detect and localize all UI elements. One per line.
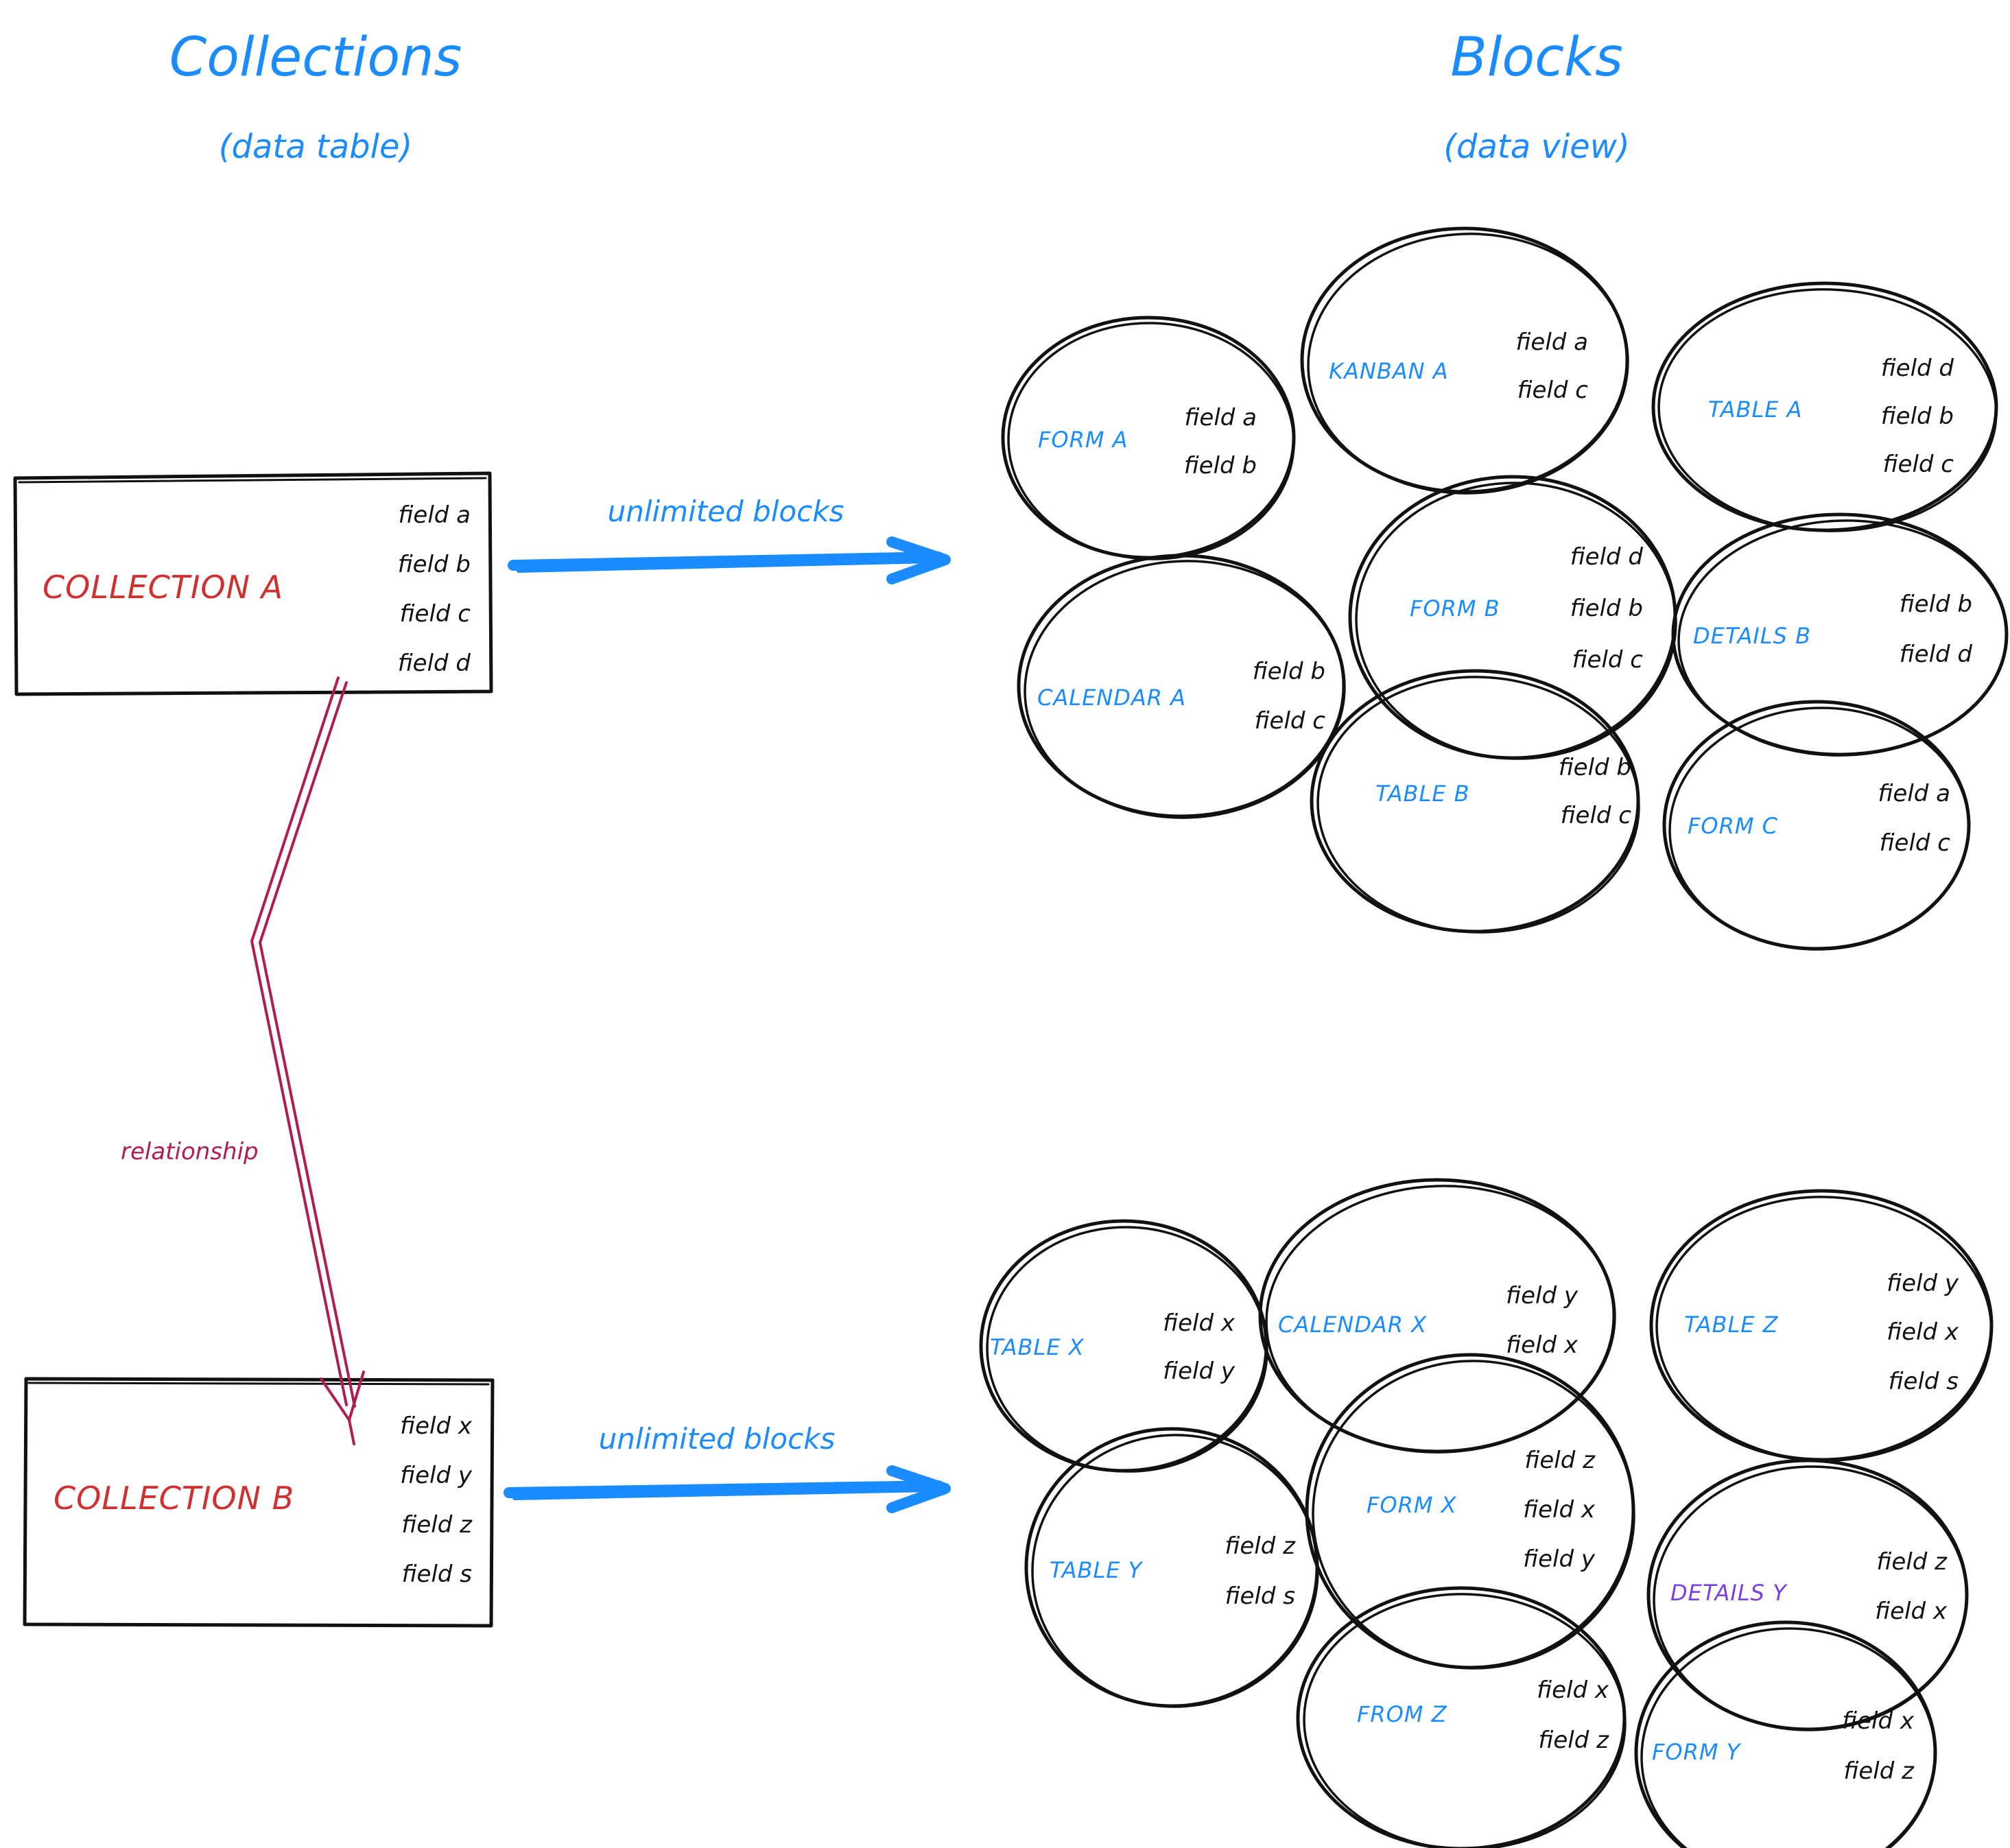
block-ellipse-form-y[interactable]: FORM Y field x field z (1634, 1620, 1939, 1848)
block-field-table-x-1: field y (1163, 1358, 1235, 1385)
block-field-table-z-2: field s (1889, 1368, 1959, 1395)
block-label-from-z: FROM Z (1357, 1701, 1447, 1727)
block-field-form-b-0: field d (1570, 543, 1644, 571)
page-title-blocks: Blocks (1450, 27, 1623, 88)
collection-a-field-1: field b (398, 551, 471, 578)
block-ellipse-form-x[interactable]: FORM X field z field x field y (1305, 1353, 1640, 1674)
block-ellipse-form-c[interactable]: FORM C field a field c (1662, 700, 1973, 955)
block-label-calendar-x: CALENDAR X (1278, 1312, 1427, 1338)
block-label-table-x: TABLE X (990, 1334, 1085, 1360)
block-field-form-y-1: field z (1843, 1757, 1915, 1785)
block-label-calendar-a: CALENDAR A (1037, 685, 1186, 711)
page-title-collections: Collections (169, 27, 462, 88)
block-field-details-y-1: field x (1875, 1598, 1948, 1625)
block-ellipse-calendar-x[interactable]: CALENDAR X field y field x (1258, 1178, 1620, 1458)
block-field-kanban-a-0: field a (1515, 329, 1588, 356)
block-field-calendar-a-0: field b (1253, 658, 1325, 685)
block-field-details-y-0: field z (1876, 1548, 1948, 1576)
collection-b-field-1: field y (400, 1462, 473, 1489)
block-ellipse-details-y[interactable]: DETAILS Y field z field x (1646, 1458, 1972, 1736)
block-ellipse-table-z[interactable]: TABLE Z field y field x field s (1649, 1189, 1996, 1466)
block-label-form-b: FORM B (1410, 595, 1500, 621)
collection-a-border-sketch (18, 477, 487, 484)
block-field-form-y-0: field x (1842, 1707, 1915, 1735)
block-field-table-a-0: field d (1881, 355, 1954, 382)
collection-a-name: COLLECTION A (43, 569, 283, 606)
block-label-table-y: TABLE Y (1050, 1557, 1144, 1583)
block-label-kanban-a: KANBAN A (1329, 358, 1449, 384)
block-field-table-x-0: field x (1163, 1310, 1235, 1337)
block-ellipse-form-b[interactable]: FORM B field d field b field c (1348, 475, 1681, 764)
block-label-table-z: TABLE Z (1684, 1312, 1779, 1338)
block-field-kanban-a-1: field c (1517, 377, 1589, 404)
block-field-form-b-1: field b (1570, 595, 1643, 622)
block-label-details-b: DETAILS B (1693, 623, 1811, 649)
block-ellipse-from-z[interactable]: FROM Z field x field z (1296, 1586, 1629, 1848)
page-subtitle-collections: (data table) (219, 128, 412, 166)
block-field-from-z-0: field x (1537, 1677, 1609, 1704)
block-ellipse-table-y[interactable]: TABLE Y field z field s (1024, 1427, 1323, 1711)
block-field-form-x-2: field y (1523, 1545, 1596, 1573)
block-ellipse-table-b[interactable]: TABLE B field b field c (1310, 669, 1643, 938)
block-ellipse-table-a[interactable]: TABLE A field d field b field c (1651, 281, 2000, 536)
block-field-form-c-1: field c (1880, 829, 1951, 857)
block-field-from-z-1: field z (1538, 1727, 1609, 1754)
block-ellipse-form-a[interactable]: FORM A field a field b (1001, 316, 1298, 564)
collection-a-field-0: field a (398, 501, 471, 529)
unlimited-blocks-label-a: unlimited blocks (608, 495, 844, 528)
block-field-form-x-0: field z (1524, 1447, 1596, 1474)
block-field-table-a-2: field c (1883, 451, 1954, 478)
collection-b-field-0: field x (400, 1412, 473, 1440)
block-field-table-y-0: field z (1225, 1532, 1296, 1560)
block-field-form-a-1: field b (1184, 452, 1257, 479)
collection-b-field-3: field s (402, 1561, 472, 1588)
block-field-table-y-1: field s (1225, 1583, 1295, 1610)
collection-b-card[interactable]: COLLECTION B field x field y field z fie… (23, 1377, 495, 1628)
unlimited-blocks-label-b: unlimited blocks (599, 1422, 836, 1456)
block-field-table-z-0: field y (1887, 1270, 1959, 1297)
block-field-table-b-0: field b (1559, 754, 1631, 781)
block-field-form-b-2: field c (1572, 646, 1644, 674)
block-field-form-a-0: field a (1184, 404, 1257, 431)
collection-a-field-2: field c (400, 600, 471, 628)
block-label-form-a: FORM A (1038, 427, 1128, 453)
collection-a-border (13, 471, 493, 696)
block-field-table-b-1: field c (1561, 802, 1632, 829)
collection-a-card[interactable]: COLLECTION A field a field b field c fie… (13, 471, 493, 696)
block-label-table-a: TABLE A (1708, 396, 1803, 423)
block-label-form-c: FORM C (1688, 813, 1778, 839)
block-field-form-x-1: field x (1523, 1496, 1596, 1524)
block-label-details-y: DETAILS Y (1670, 1580, 1788, 1606)
block-label-form-x: FORM X (1367, 1492, 1457, 1518)
block-field-calendar-a-1: field c (1255, 707, 1326, 735)
collection-b-border (23, 1377, 495, 1628)
block-field-details-b-1: field d (1900, 641, 1973, 668)
collection-a-field-3: field d (398, 650, 471, 677)
block-field-calendar-x-1: field x (1506, 1331, 1579, 1359)
collection-b-field-2: field z (401, 1511, 473, 1539)
block-field-table-z-1: field x (1887, 1318, 1959, 1346)
block-field-table-a-1: field b (1881, 403, 1954, 430)
collection-b-border-sketch (27, 1382, 490, 1386)
block-field-calendar-x-0: field y (1506, 1282, 1579, 1310)
relationship-connector: relationship (121, 676, 365, 1445)
block-label-table-b: TABLE B (1375, 781, 1470, 807)
collection-b-name: COLLECTION B (54, 1480, 294, 1517)
block-ellipse-calendar-a[interactable]: CALENDAR A field b field c (1017, 554, 1349, 823)
relationship-label: relationship (121, 1138, 259, 1165)
block-field-form-c-0: field a (1878, 780, 1950, 807)
unlimited-blocks-arrow-a: unlimited blocks (508, 495, 951, 584)
unlimited-blocks-arrow-b: unlimited blocks (504, 1422, 951, 1513)
block-label-form-y: FORM Y (1652, 1739, 1742, 1765)
block-ellipse-kanban-a[interactable]: KANBAN A field a field c (1300, 226, 1632, 499)
page-subtitle-blocks: (data view) (1443, 128, 1629, 166)
block-field-details-b-0: field b (1900, 591, 1972, 618)
block-ellipse-details-b[interactable]: DETAILS B field b field d (1671, 512, 2010, 761)
